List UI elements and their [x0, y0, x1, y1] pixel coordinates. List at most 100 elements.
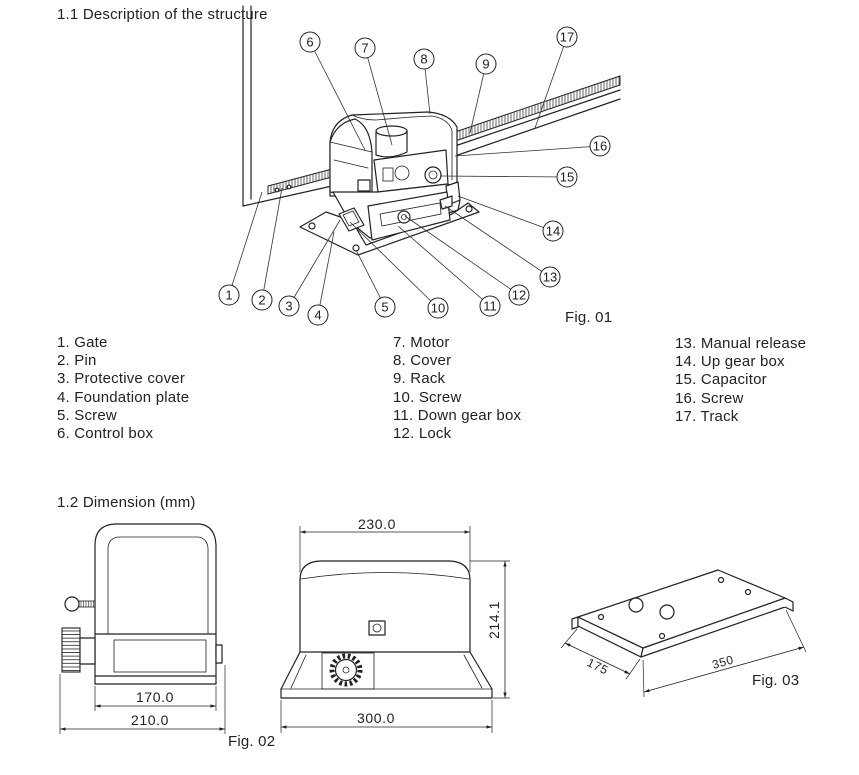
rack-right-segment — [454, 75, 621, 142]
callout-circle — [556, 26, 578, 48]
callout-number: 11 — [483, 299, 497, 314]
callout-number: 8 — [420, 52, 427, 67]
front-base — [280, 651, 493, 699]
screw — [352, 244, 360, 252]
leader-line — [469, 63, 487, 134]
callout-circle — [413, 48, 435, 70]
control-box-line — [333, 159, 369, 169]
extension-line — [785, 609, 807, 653]
gate-bottom-edge-left — [242, 185, 333, 207]
lock-icon — [372, 623, 382, 633]
leader-line — [364, 47, 393, 146]
part-item: 15. Capacitor — [675, 371, 767, 389]
part-item: 11. Down gear box — [393, 406, 522, 424]
callout-10: 10 — [349, 221, 449, 319]
part-item: 10. Screw — [393, 388, 462, 406]
dimension-line-350 — [643, 646, 805, 693]
dimension-label-170: 170.0 — [136, 689, 174, 705]
callout-13: 13 — [444, 205, 561, 288]
side-gear-wheel — [61, 627, 81, 673]
callout-14: 14 — [457, 195, 564, 242]
section-title-structure: 1.1 Description of the structure — [57, 6, 268, 23]
section-title-dimension: 1.2 Dimension (mm) — [57, 494, 196, 511]
part-item: 13. Manual release — [675, 335, 807, 352]
callout-2: 2 — [251, 187, 283, 311]
callout-number: 5 — [381, 300, 388, 315]
dimension-label-300: 300.0 — [357, 710, 395, 726]
leader-line — [355, 249, 386, 308]
callout-9: 9 — [469, 53, 497, 134]
pinion-gear-icon — [334, 658, 358, 682]
front-body-outline — [299, 560, 471, 653]
part-item: 7. Motor — [393, 334, 450, 351]
pinion-housing — [321, 652, 375, 690]
pin-hole — [286, 184, 292, 190]
gate-bottom-edge-right — [454, 98, 621, 157]
part-item: 17. Track — [675, 407, 739, 425]
side-body-outline — [94, 523, 217, 685]
callout-number: 3 — [285, 299, 292, 314]
side-window — [113, 639, 207, 673]
callout-circle — [475, 53, 497, 75]
leader-line — [397, 225, 491, 307]
front-base-inner-left — [290, 654, 307, 689]
part-item: 16. Screw — [675, 389, 744, 407]
part-item: 1. Gate — [57, 334, 108, 351]
fig02-front-view: 230.0 214.1 300.0 — [280, 516, 510, 733]
fig03-plate-drawing: 175 350 — [560, 569, 807, 698]
part-item: 9. Rack — [393, 370, 446, 388]
callout-circle — [299, 31, 321, 53]
callout-circle — [307, 304, 329, 326]
side-gear-hub — [79, 637, 96, 665]
callout-number: 17 — [560, 30, 574, 45]
leader-line — [309, 41, 366, 151]
cover-top-ridge — [351, 114, 413, 121]
control-box — [329, 118, 373, 199]
front-lock — [368, 620, 386, 636]
side-right-nub — [215, 644, 223, 664]
callout-4: 4 — [307, 231, 335, 326]
leader-line — [439, 175, 568, 178]
plate-tab-left — [571, 616, 579, 630]
leader-line — [349, 221, 439, 309]
callout-circle — [508, 284, 530, 306]
callout-17: 17 — [534, 26, 578, 129]
callout-7: 7 — [354, 37, 393, 146]
callout-15: 15 — [439, 166, 578, 188]
knob-shaft — [78, 600, 96, 608]
callout-16: 16 — [454, 135, 611, 157]
knob-icon — [64, 596, 80, 612]
protective-cover-inner — [342, 210, 360, 227]
callout-number: 13 — [543, 270, 557, 285]
callout-number: 1 — [225, 288, 232, 303]
parts-list-col1: 1. Gate 2. Pin 3. Protective cover 4. Fo… — [57, 334, 189, 443]
extension-line — [560, 628, 578, 649]
plate-small-hole — [658, 632, 666, 640]
callout-number: 9 — [482, 57, 489, 72]
callout-circle — [218, 284, 240, 306]
part-item: 3. Protective cover — [57, 370, 186, 388]
callout-circle — [589, 135, 611, 157]
callout-number: 10 — [431, 301, 445, 316]
leader-line — [444, 205, 551, 278]
dimension-label-230: 230.0 — [358, 516, 396, 532]
plate-small-hole — [597, 613, 605, 621]
leader-line — [261, 187, 283, 301]
control-box-terminal — [357, 179, 371, 192]
capacitor-end — [428, 170, 438, 180]
callout-1: 1 — [218, 191, 263, 306]
parts-list-col3: 13. Manual release 14. Up gear box 15. C… — [675, 335, 806, 426]
callout-circle — [251, 289, 273, 311]
callout-circle — [427, 297, 449, 319]
part-item: 5. Screw — [57, 406, 117, 424]
gear-icon — [394, 165, 410, 181]
pinion-teeth — [329, 653, 363, 687]
part-item: 4. Foundation plate — [57, 388, 190, 406]
part-item: 2. Pin — [57, 352, 97, 370]
dimension-label-350: 350 — [711, 652, 736, 671]
callout-11: 11 — [397, 225, 501, 317]
dimension-label-175: 175 — [585, 655, 611, 677]
callout-circle — [374, 296, 396, 318]
callout-circle — [354, 37, 376, 59]
